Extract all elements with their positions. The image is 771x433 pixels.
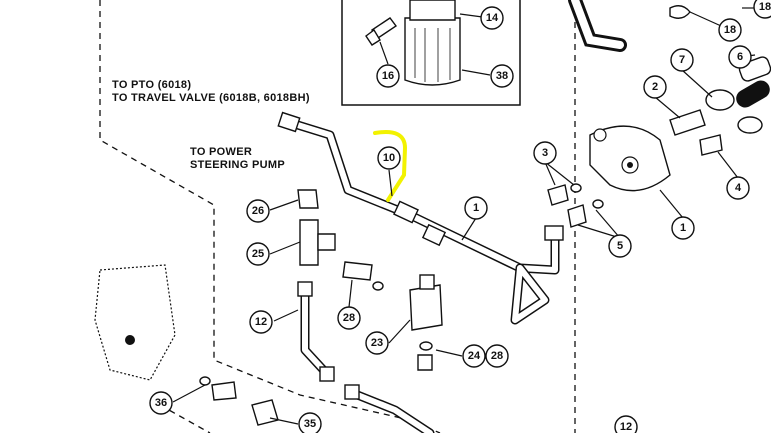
pipe-assembly <box>277 111 564 325</box>
callout-1-pump: 1 <box>671 216 695 240</box>
callout-4: 4 <box>726 176 750 200</box>
svg-text:26: 26 <box>252 205 264 217</box>
svg-text:24: 24 <box>468 350 481 362</box>
svg-text:10: 10 <box>383 152 395 164</box>
svg-text:28: 28 <box>491 350 503 362</box>
callout-25: 25 <box>246 242 270 266</box>
callout-12-bottom: 12 <box>614 415 638 433</box>
callout-18-top: 18 <box>753 0 771 19</box>
callout-2: 2 <box>643 75 667 99</box>
callout-6: 6 <box>728 45 752 69</box>
upper-right-components <box>547 0 771 228</box>
svg-text:25: 25 <box>252 248 264 260</box>
svg-text:35: 35 <box>304 418 316 430</box>
svg-text:1: 1 <box>680 222 686 234</box>
svg-text:16: 16 <box>382 70 394 82</box>
steering-label-line1: TO POWER <box>190 146 252 158</box>
callout-12: 12 <box>249 310 273 334</box>
svg-text:38: 38 <box>496 70 508 82</box>
svg-text:6: 6 <box>737 51 743 63</box>
svg-text:14: 14 <box>486 12 499 24</box>
svg-text:4: 4 <box>735 182 742 194</box>
svg-text:2: 2 <box>652 81 658 93</box>
callout-35: 35 <box>298 412 322 433</box>
central-fittings <box>297 189 443 433</box>
callout-10: 10 <box>377 146 401 170</box>
steering-label-line2: STEERING PUMP <box>190 159 285 171</box>
callout-26: 26 <box>246 199 270 223</box>
svg-text:23: 23 <box>371 337 383 349</box>
svg-text:1: 1 <box>473 202 479 214</box>
callout-18: 18 <box>718 18 742 42</box>
dashed-boundaries <box>99 0 576 433</box>
svg-text:12: 12 <box>255 316 267 328</box>
callout-38: 38 <box>490 64 514 88</box>
pto-label-line2: TO TRAVEL VALVE (6018B, 6018BH) <box>112 92 310 104</box>
callout-28-right: 28 <box>485 344 509 368</box>
callout-14: 14 <box>480 6 504 30</box>
svg-text:12: 12 <box>620 421 632 433</box>
filter-inset-box <box>341 0 521 106</box>
svg-text:36: 36 <box>155 397 167 409</box>
svg-text:18: 18 <box>759 1 771 13</box>
callout-24: 24 <box>462 344 486 368</box>
highlight-marker <box>373 130 408 202</box>
callout-28: 28 <box>337 306 361 330</box>
pto-label-line1: TO PTO (6018) <box>112 79 191 91</box>
callout-16: 16 <box>376 64 400 88</box>
callout-7: 7 <box>670 48 694 72</box>
svg-text:7: 7 <box>679 54 685 66</box>
svg-text:18: 18 <box>724 24 736 36</box>
svg-text:3: 3 <box>542 147 548 159</box>
svg-text:28: 28 <box>343 312 355 324</box>
callout-36: 36 <box>149 391 173 415</box>
callout-1-pipe: 1 <box>464 196 488 220</box>
callout-3: 3 <box>533 141 557 165</box>
svg-text:5: 5 <box>617 240 623 252</box>
valve-body <box>94 264 279 426</box>
callout-5: 5 <box>608 234 632 258</box>
callout-23: 23 <box>365 331 389 355</box>
